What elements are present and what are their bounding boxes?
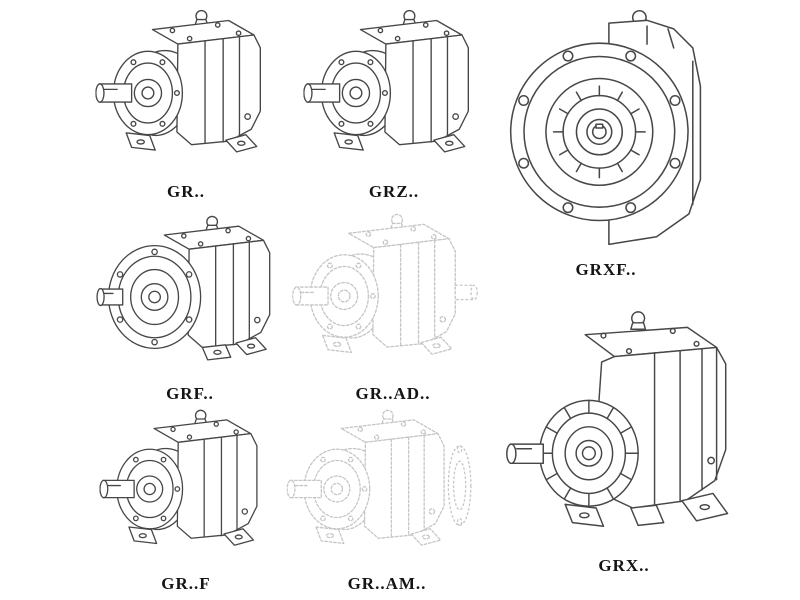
catalog-cell-gram: GR..AM..	[284, 406, 490, 594]
gearbox-drawing-use	[510, 11, 700, 245]
catalog-cell-grz: GRZ..	[296, 6, 492, 202]
gearbox-grz-illustration	[296, 6, 492, 180]
gearbox-drawing-use	[292, 213, 456, 355]
gearbox-drawing-use	[97, 216, 270, 359]
gearbox-drawing-use	[96, 11, 260, 152]
catalog-cell-gr: GR..	[88, 6, 284, 202]
gearbox-grad-illustration	[292, 213, 478, 355]
model-label-gr: GR..	[167, 182, 205, 201]
catalog-cell-grxf: GRXF..	[500, 4, 712, 280]
motor-mounting-flange	[447, 445, 472, 526]
gearbox-grxf-illustration	[504, 4, 709, 254]
gearbox-grx-illustration	[494, 300, 754, 550]
model-label-grf-foot: GR..F	[161, 574, 211, 593]
catalog-cell-grf-foot: GR..F	[88, 406, 284, 594]
catalog-cell-grf: GRF..	[86, 212, 294, 404]
gearbox-gr-illustration	[88, 6, 284, 180]
model-label-grx: GRX..	[598, 556, 650, 575]
gearbox-drawing-use	[304, 11, 468, 152]
gearbox-gram-illustration	[286, 409, 472, 546]
model-label-grf: GRF..	[166, 384, 214, 403]
model-label-gram: GR..AM..	[347, 574, 427, 593]
model-label-grz: GRZ..	[368, 182, 420, 201]
gearbox-grfoot-illustration	[88, 406, 284, 572]
gearbox-grf-illustration	[86, 212, 294, 382]
model-label-grxf: GRXF..	[575, 260, 637, 279]
gearbox-drawing-use	[100, 410, 257, 545]
model-label-grad: GR..AD..	[355, 384, 431, 403]
catalog-cell-grx: GRX..	[494, 300, 754, 576]
input-adapter-shaft	[454, 284, 478, 301]
catalog-cell-grad: GR..AD..	[290, 210, 496, 404]
gearbox-drawing-use	[286, 409, 445, 546]
gearbox-drawing-use	[507, 312, 728, 526]
